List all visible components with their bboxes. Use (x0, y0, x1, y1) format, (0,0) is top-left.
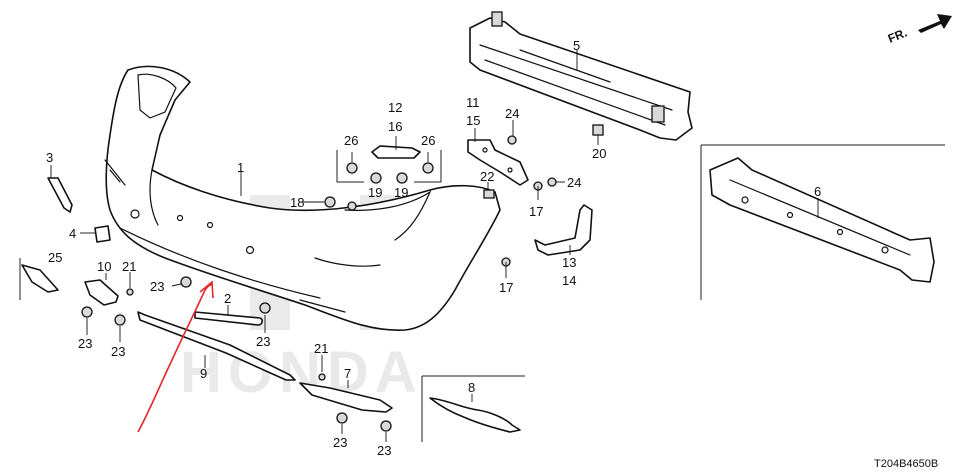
callout-4: 4 (69, 226, 76, 241)
callout-1: 1 (237, 160, 244, 175)
part-12-center-bracket (371, 145, 421, 159)
fastener-23a (180, 276, 192, 288)
fastener-22 (483, 189, 495, 199)
callout-26b: 26 (421, 133, 435, 148)
callout-26a: 26 (344, 133, 358, 148)
part-11-side-spacer (467, 139, 529, 186)
part-25-spacer (21, 264, 59, 293)
callout-19a: 19 (368, 185, 382, 200)
fastener-23d (114, 314, 126, 326)
fastener-18b (347, 201, 357, 211)
callout-23a: 23 (150, 279, 164, 294)
front-arrow-icon (918, 14, 952, 33)
callout-20: 20 (592, 146, 606, 161)
part-4-cover (94, 225, 111, 243)
fastener-23c (81, 306, 93, 318)
frame-part-6 (700, 144, 945, 300)
fastener-group (81, 124, 604, 432)
callout-23d: 23 (111, 344, 125, 359)
part-13-side-bracket (534, 204, 593, 256)
callout-21b: 21 (314, 341, 328, 356)
part-10-reflector-left (84, 279, 119, 306)
part-7-lower-garnish (299, 382, 393, 413)
fastener-24b (547, 177, 557, 187)
callout-5: 5 (573, 38, 580, 53)
callout-12: 12 (388, 100, 402, 115)
callout-17a: 17 (529, 204, 543, 219)
part-9-lower-strip (137, 311, 296, 381)
callout-25: 25 (48, 250, 62, 265)
bracket-right-26 (414, 150, 442, 183)
fastener-19a (370, 172, 382, 184)
callout-23e: 23 (333, 435, 347, 450)
part-3-clip (47, 177, 73, 213)
part-2-reflector (194, 311, 263, 326)
fastener-23b (259, 302, 271, 314)
callout-24b: 24 (567, 175, 581, 190)
fastener-20 (592, 124, 604, 136)
callout-14: 14 (562, 273, 576, 288)
fastener-26a (346, 162, 358, 174)
callout-23b: 23 (256, 334, 270, 349)
callout-labels: 1 2 3 4 5 6 7 8 9 10 11 12 13 14 15 16 1… (46, 38, 821, 458)
callout-21a: 21 (122, 259, 136, 274)
fastener-18 (324, 196, 336, 208)
callout-11: 11 (466, 95, 480, 110)
callout-7: 7 (344, 366, 351, 381)
callout-13: 13 (562, 255, 576, 270)
front-direction-indicator: FR. (886, 14, 952, 46)
bracket-left-26 (336, 150, 364, 183)
callout-23f: 23 (377, 443, 391, 458)
part-1-rear-bumper-face (104, 65, 501, 331)
callout-2: 2 (224, 291, 231, 306)
callout-17b: 17 (499, 280, 513, 295)
callout-15: 15 (466, 113, 480, 128)
leader-lines (50, 50, 819, 442)
part-5-bumper-beam (469, 11, 693, 141)
callout-9: 9 (200, 366, 207, 381)
callout-16: 16 (388, 119, 402, 134)
callout-10: 10 (97, 259, 111, 274)
fastener-21b (318, 373, 326, 381)
callout-24a: 24 (505, 106, 519, 121)
callout-22: 22 (480, 169, 494, 184)
fastener-23f (380, 420, 392, 432)
callout-8: 8 (468, 380, 475, 395)
callout-6: 6 (814, 184, 821, 199)
callout-23c: 23 (78, 336, 92, 351)
fastener-21a (126, 288, 134, 296)
red-annotation-arrowhead (199, 280, 214, 299)
fastener-19b (396, 172, 408, 184)
catalog-code: T204B4650B (874, 458, 938, 470)
callout-19b: 19 (394, 185, 408, 200)
fastener-24a (507, 135, 517, 145)
part-6-absorber (709, 157, 935, 283)
part-8-spoiler (429, 397, 521, 433)
fastener-26b (422, 162, 434, 174)
fastener-23e (336, 412, 348, 424)
callout-18: 18 (290, 195, 304, 210)
callout-3: 3 (46, 150, 53, 165)
fr-label: FR. (886, 26, 909, 46)
frame-part-8 (421, 375, 525, 442)
